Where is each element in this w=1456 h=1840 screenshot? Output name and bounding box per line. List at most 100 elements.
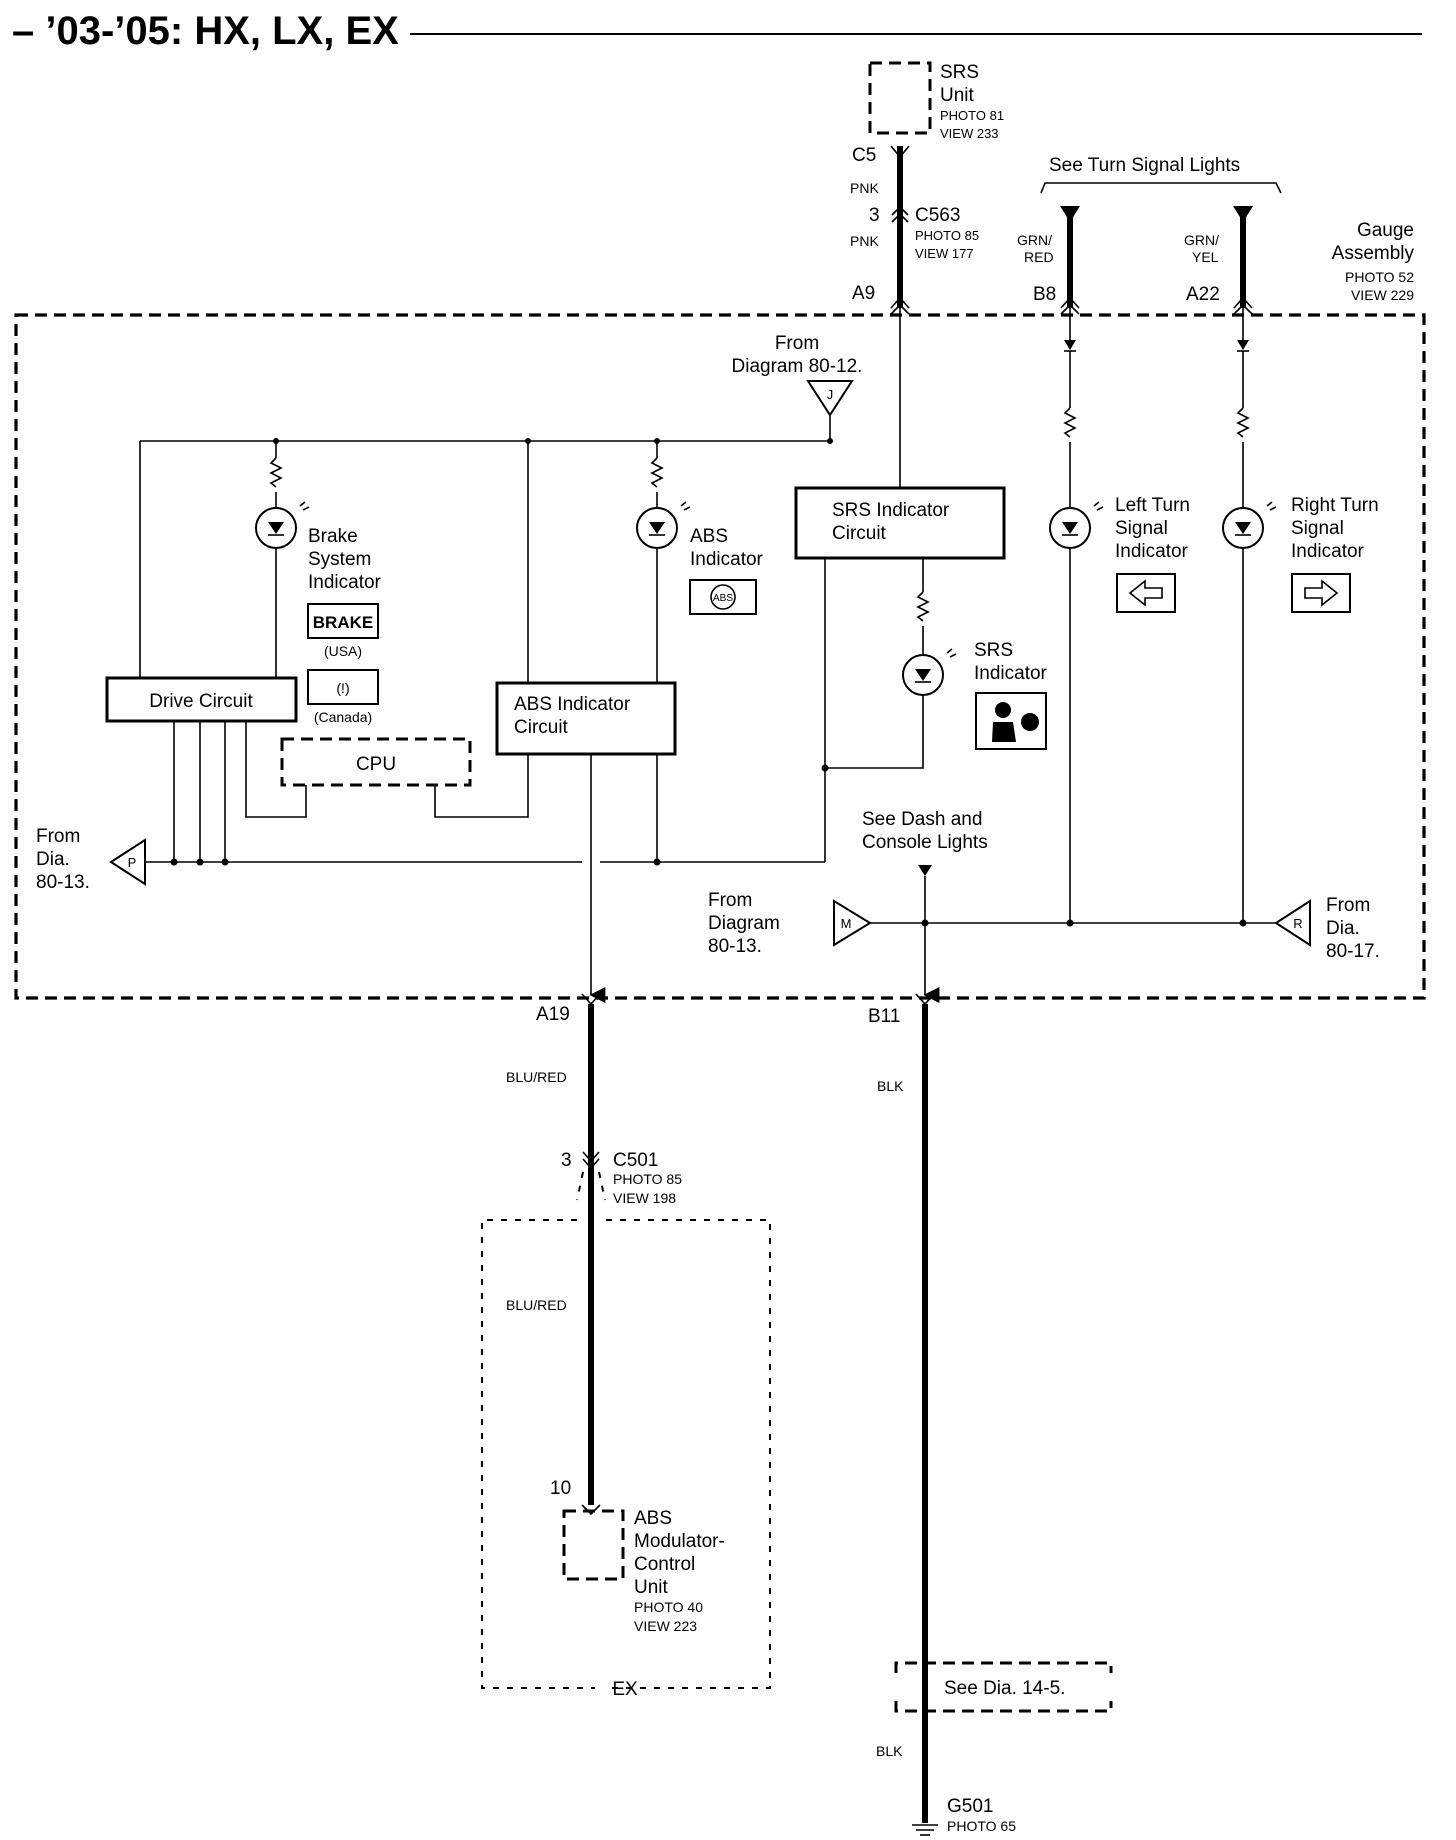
svg-text:3: 3 <box>869 205 880 226</box>
gauge-assembly-box <box>14 313 1426 1000</box>
svg-text:PNK: PNK <box>850 233 879 249</box>
svg-text:Signal: Signal <box>1115 518 1168 539</box>
svg-text:80-13.: 80-13. <box>36 872 90 893</box>
svg-text:Diagram: Diagram <box>708 913 780 934</box>
ex-option-box: EX <box>481 1219 771 1700</box>
svg-text:Indicator: Indicator <box>308 572 382 593</box>
svg-text:System: System <box>308 549 371 570</box>
page-title: – ’03-’05: HX, LX, EX <box>12 9 399 53</box>
svg-text:80-17.: 80-17. <box>1326 941 1380 962</box>
svg-text:From: From <box>1326 895 1370 916</box>
from-dia-p: From Dia. 80-13. P <box>36 826 146 893</box>
svg-text:P: P <box>128 855 137 870</box>
svg-text:From: From <box>775 333 819 354</box>
svg-text:ABS: ABS <box>634 1508 672 1529</box>
svg-text:EX: EX <box>612 1679 638 1700</box>
svg-text:PNK: PNK <box>850 180 879 196</box>
svg-text:PHOTO 85: PHOTO 85 <box>613 1171 682 1187</box>
brake-icon <box>307 603 379 639</box>
svg-text:80-13.: 80-13. <box>708 936 762 957</box>
svg-text:VIEW 233: VIEW 233 <box>940 126 999 141</box>
svg-text:(USA): (USA) <box>324 643 362 659</box>
svg-text:From: From <box>36 826 80 847</box>
from-diagram-m: From Diagram 80-13. M <box>708 890 872 957</box>
svg-text:PHOTO 85: PHOTO 85 <box>915 228 979 243</box>
svg-text:CPU: CPU <box>356 754 396 775</box>
svg-text:C5: C5 <box>852 145 876 166</box>
ground-wire: B11 BLK See Dia. 14-5. BLK <box>868 993 1113 1823</box>
svg-text:SRS: SRS <box>940 62 979 83</box>
gauge-assembly-label: Gauge Assembly PHOTO 52 VIEW 229 <box>1332 220 1415 303</box>
svg-text:C501: C501 <box>613 1150 658 1171</box>
svg-text:M: M <box>841 916 852 931</box>
svg-text:Signal: Signal <box>1291 518 1344 539</box>
srs-indicator: SRS Indicator <box>902 640 1048 750</box>
svg-text:Modulator-: Modulator- <box>634 1531 725 1552</box>
svg-text:BLK: BLK <box>877 1078 904 1094</box>
left-arrow-icon <box>1116 573 1176 613</box>
svg-text:SRS: SRS <box>974 640 1013 661</box>
svg-text:Dia.: Dia. <box>1326 918 1360 939</box>
svg-text:Indicator: Indicator <box>1115 541 1189 562</box>
svg-text:RED: RED <box>1024 249 1054 265</box>
svg-text:Circuit: Circuit <box>832 523 887 544</box>
svg-text:BRAKE: BRAKE <box>313 613 373 632</box>
svg-text:Brake: Brake <box>308 526 358 547</box>
svg-text:Console Lights: Console Lights <box>862 832 988 853</box>
brake-system-indicator: Brake System Indicator BRAKE (USA) (!) (… <box>255 501 382 725</box>
from-diagram-j: From Diagram 80-12. J <box>732 333 863 417</box>
drive-circuit: Drive Circuit <box>105 676 298 723</box>
from-dia-r: R From Dia. 80-17. <box>1274 895 1380 962</box>
svg-text:B8: B8 <box>1033 284 1056 305</box>
svg-text:Diagram 80-12.: Diagram 80-12. <box>732 356 863 377</box>
turn-signal-bracket: See Turn Signal Lights <box>1040 155 1282 194</box>
ground-g501: G501 PHOTO 65 <box>912 1796 1016 1836</box>
svg-text:G501: G501 <box>947 1796 993 1817</box>
srs-wire: PNK 3 C563 PHOTO 85 PNK VIEW 177 A9 <box>850 145 979 309</box>
svg-text:ABS: ABS <box>713 593 733 604</box>
svg-text:Indicator: Indicator <box>690 549 764 570</box>
svg-text:VIEW 229: VIEW 229 <box>1351 287 1414 303</box>
internal-wiring <box>139 308 1276 1003</box>
svg-text:Left Turn: Left Turn <box>1115 495 1190 516</box>
abs-indicator-circuit: ABS Indicator Circuit <box>495 681 677 756</box>
svg-text:Assembly: Assembly <box>1332 243 1415 264</box>
left-turn-wire: GRN/ RED B8 <box>1017 206 1080 309</box>
svg-text:PHOTO 81: PHOTO 81 <box>940 108 1004 123</box>
svg-text:(!): (!) <box>336 680 349 696</box>
svg-text:See Turn Signal Lights: See Turn Signal Lights <box>1049 155 1240 176</box>
abs-indicator: ABS Indicator ABS <box>636 501 764 615</box>
left-turn-indicator: Left Turn Signal Indicator <box>1049 495 1190 613</box>
svg-text:VIEW 223: VIEW 223 <box>634 1618 697 1634</box>
svg-text:YEL: YEL <box>1192 249 1219 265</box>
svg-text:GRN/: GRN/ <box>1184 232 1219 248</box>
svg-text:From: From <box>708 890 752 911</box>
svg-text:A22: A22 <box>1186 284 1220 305</box>
svg-text:VIEW 177: VIEW 177 <box>915 246 974 261</box>
svg-text:A9: A9 <box>852 283 875 304</box>
svg-text:BLU/RED: BLU/RED <box>506 1297 567 1313</box>
svg-text:GRN/: GRN/ <box>1017 232 1052 248</box>
right-arrow-icon <box>1291 573 1351 613</box>
srs-unit: SRS Unit PHOTO 81 VIEW 233 C5 <box>852 61 1004 166</box>
svg-text:Unit: Unit <box>634 1577 669 1598</box>
svg-text:A19: A19 <box>536 1004 570 1025</box>
svg-text:Dia.: Dia. <box>36 849 70 870</box>
svg-text:Gauge: Gauge <box>1357 220 1414 241</box>
svg-text:R: R <box>1293 916 1302 931</box>
svg-text:See Dia. 14-5.: See Dia. 14-5. <box>944 1678 1065 1699</box>
svg-text:(Canada): (Canada) <box>314 709 372 725</box>
svg-text:Circuit: Circuit <box>514 717 569 738</box>
svg-text:BLU/RED: BLU/RED <box>506 1069 567 1085</box>
parking-brake-icon <box>307 669 379 705</box>
svg-text:Control: Control <box>634 1554 695 1575</box>
svg-text:PHOTO 40: PHOTO 40 <box>634 1599 703 1615</box>
right-turn-wire: GRN/ YEL A22 <box>1184 206 1253 309</box>
svg-text:PHOTO 65: PHOTO 65 <box>947 1818 1016 1834</box>
svg-text:PHOTO 52: PHOTO 52 <box>1345 269 1414 285</box>
svg-text:Indicator: Indicator <box>1291 541 1365 562</box>
svg-text:SRS Indicator: SRS Indicator <box>832 500 950 521</box>
svg-text:See Dash and: See Dash and <box>862 809 982 830</box>
svg-text:Indicator: Indicator <box>974 663 1048 684</box>
